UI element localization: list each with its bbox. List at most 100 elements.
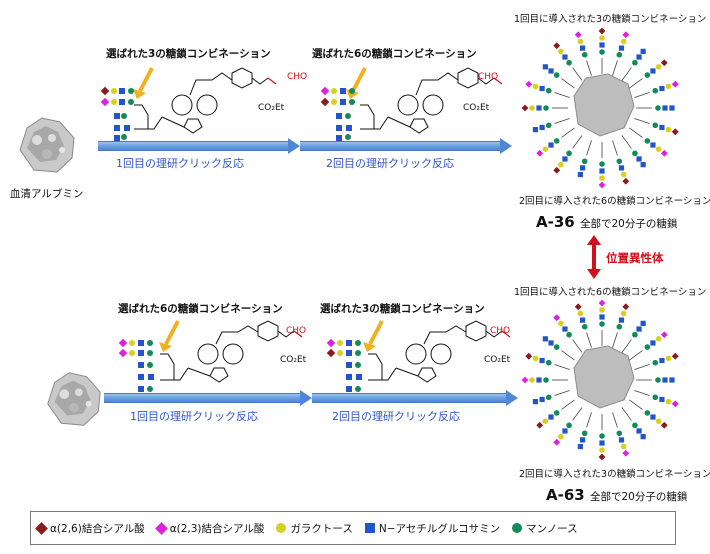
serum-albumin-image-bottom	[47, 372, 101, 426]
glycan-linker	[621, 135, 632, 149]
glcnac-residue	[618, 165, 625, 171]
galactose-residue	[665, 83, 672, 90]
mannose-residue	[581, 430, 588, 437]
galactose-residue	[532, 355, 539, 362]
glcnac-residue	[659, 357, 665, 364]
glycan-linker	[554, 118, 570, 124]
top-step2-glycan-structure	[320, 67, 503, 141]
sialic-acid-26-residue	[598, 453, 606, 461]
glcnac-residue	[536, 105, 542, 111]
glcnac-residue	[636, 54, 642, 60]
protein-core	[573, 345, 635, 409]
sialic-acid-26-residue	[553, 166, 561, 174]
mannose-residue	[616, 158, 623, 165]
legend-box: α(2,6)結合シアル酸 α(2,3)結合シアル酸 ガラクトース N−アセチルグ…	[30, 511, 676, 545]
glcnac-residue	[618, 317, 625, 323]
glycan-linker	[612, 412, 618, 428]
legend-label: マンノース	[526, 522, 578, 535]
bottom-step1-glycan-structure	[118, 320, 303, 392]
mannose-residue	[545, 87, 552, 94]
blue-square-icon	[364, 523, 375, 533]
glcnac-residue	[579, 317, 586, 323]
serum-albumin-image	[19, 117, 75, 173]
mannose-residue	[632, 331, 638, 338]
mannose-residue	[553, 344, 560, 350]
galactose-residue	[655, 418, 662, 424]
bottom-reaction-arrow-2	[312, 393, 508, 403]
isomer-label: 位置異性体	[606, 251, 664, 265]
galactose-residue	[558, 161, 564, 168]
mannose-residue	[566, 422, 572, 429]
bottom-result-top-label: 1回目に導入された6の糖鎖コンビネーション	[514, 287, 707, 298]
glycan-linker	[629, 399, 643, 410]
top-result-bottom-label: 2回目に導入された6の糖鎖コンビネーション	[519, 196, 710, 207]
galactose-residue	[620, 38, 627, 45]
glcnac-residue	[659, 85, 665, 92]
sialic-acid-26-residue	[553, 42, 561, 50]
galactose-residue	[558, 433, 564, 440]
glcnac-residue	[636, 428, 642, 434]
glcnac-residue	[532, 399, 539, 405]
galactose-residue	[620, 171, 627, 178]
bottom-reaction-arrow-1	[104, 393, 302, 403]
mannose-residue	[553, 410, 560, 416]
mannose-residue	[632, 59, 638, 66]
mannose-residue	[545, 394, 552, 401]
glcnac-residue	[599, 314, 605, 320]
mannose-residue	[581, 158, 588, 165]
galactose-residue	[655, 64, 662, 70]
glcnac-residue	[579, 45, 586, 51]
glycan-linker	[572, 339, 583, 353]
mannose-residue	[543, 105, 549, 111]
glcnac-residue	[650, 68, 656, 74]
legend-item-galactose: ガラクトース	[276, 521, 353, 536]
glycan-linker	[572, 135, 583, 149]
sialic-acid-26-residue	[574, 303, 582, 311]
glycan-linker	[554, 364, 570, 370]
top-step2-reaction-label: 2回目の理研クリック反応	[326, 157, 454, 170]
glcnac-residue	[640, 162, 646, 168]
compound-a36-id: A-36	[536, 213, 575, 231]
glcnac-residue	[618, 437, 625, 443]
bottom-step2-ester-label: CO₂Et	[484, 355, 511, 365]
sialic-acid-26-residue	[536, 421, 544, 429]
top-step2-cho-label: CHO	[478, 72, 499, 82]
mannose-residue	[566, 59, 572, 66]
legend-item-sialic-26: α(2,6)結合シアル酸	[35, 521, 145, 536]
top-reaction-arrowhead-2	[500, 138, 512, 154]
bottom-reaction-arrowhead-2	[506, 390, 518, 406]
glcnac-residue	[659, 396, 665, 403]
glcnac-residue	[562, 156, 568, 162]
sialic-acid-23-residue	[525, 80, 533, 88]
glycan-linker	[586, 332, 592, 348]
sialic-acid-23-residue	[622, 31, 630, 39]
legend-label: α(2,6)結合シアル酸	[50, 522, 145, 535]
sialic-acid-26-residue	[525, 352, 533, 360]
legend-label: ガラクトース	[290, 522, 353, 535]
sialic-acid-23-residue	[553, 314, 561, 322]
glycan-linker	[586, 412, 592, 428]
mannose-residue	[566, 150, 572, 157]
glcnac-residue	[640, 434, 646, 440]
top-step1-cho-label: CHO	[287, 72, 308, 82]
mannose-residue	[644, 72, 651, 78]
glcnac-residue	[539, 124, 545, 131]
top-reaction-arrow-1	[98, 141, 290, 151]
sialic-acid-23-residue	[536, 149, 544, 157]
glcnac-residue	[532, 127, 539, 133]
glcnac-residue	[577, 443, 583, 450]
glcnac-residue	[659, 124, 665, 131]
mannose-residue	[652, 122, 659, 129]
galactose-residue	[542, 418, 549, 424]
galactose-residue	[655, 146, 662, 152]
mannose-residue	[644, 138, 651, 144]
galactose-residue	[599, 307, 605, 313]
glcnac-residue	[640, 48, 646, 54]
mannose-residue	[632, 422, 638, 429]
top-result-top-label: 1回目に導入された3の糖鎖コンビネーション	[514, 14, 707, 25]
galactose-residue	[620, 443, 627, 450]
bottom-step1-highlight-arrow	[159, 320, 180, 352]
glycan-linker	[612, 60, 618, 76]
compound-a36-desc: 全部で20分子の糖鎖	[580, 218, 678, 230]
glcnac-residue	[579, 437, 586, 443]
